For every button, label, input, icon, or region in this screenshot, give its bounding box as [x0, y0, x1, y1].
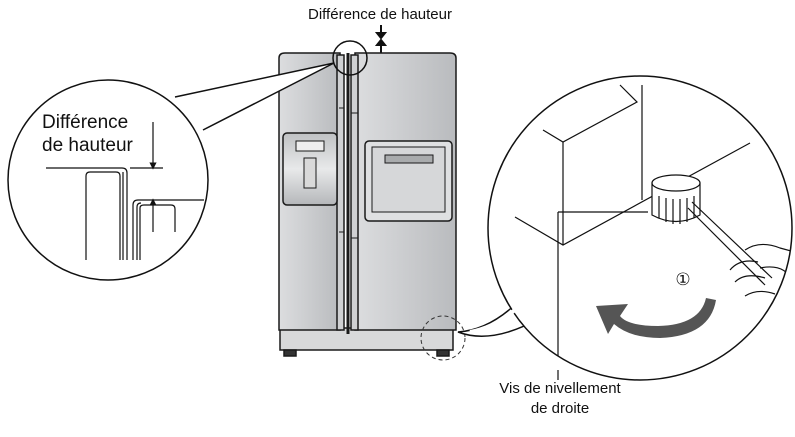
leveling-screw-callout: ①: [457, 75, 793, 381]
detail-label-line2: de hauteur: [42, 135, 134, 156]
left-handle: [336, 54, 345, 331]
step-number: ①: [675, 270, 690, 289]
counterclockwise-arrow-icon: [596, 298, 716, 338]
screw-label-line2: de droite: [531, 400, 589, 417]
height-detail-callout: Différence de hauteur: [7, 62, 335, 281]
leveling-screw: [651, 174, 701, 224]
fridge-foot-left: [283, 349, 297, 357]
hand: [729, 243, 792, 297]
right-handle: [350, 54, 359, 331]
refrigerator: [278, 52, 457, 357]
vertical-dimension-arrows-icon: [374, 25, 388, 55]
top-height-label: Différence de hauteur: [308, 6, 452, 23]
screw-detail-marker: [420, 315, 466, 361]
screwdriver: [687, 201, 773, 286]
fridge-foot-right: [436, 349, 450, 357]
detail-label-line1: Différence: [42, 112, 128, 133]
top-detail-marker: [332, 40, 368, 76]
screw-label-line1: Vis de nivellement: [499, 380, 621, 397]
fridge-base: [279, 327, 454, 351]
